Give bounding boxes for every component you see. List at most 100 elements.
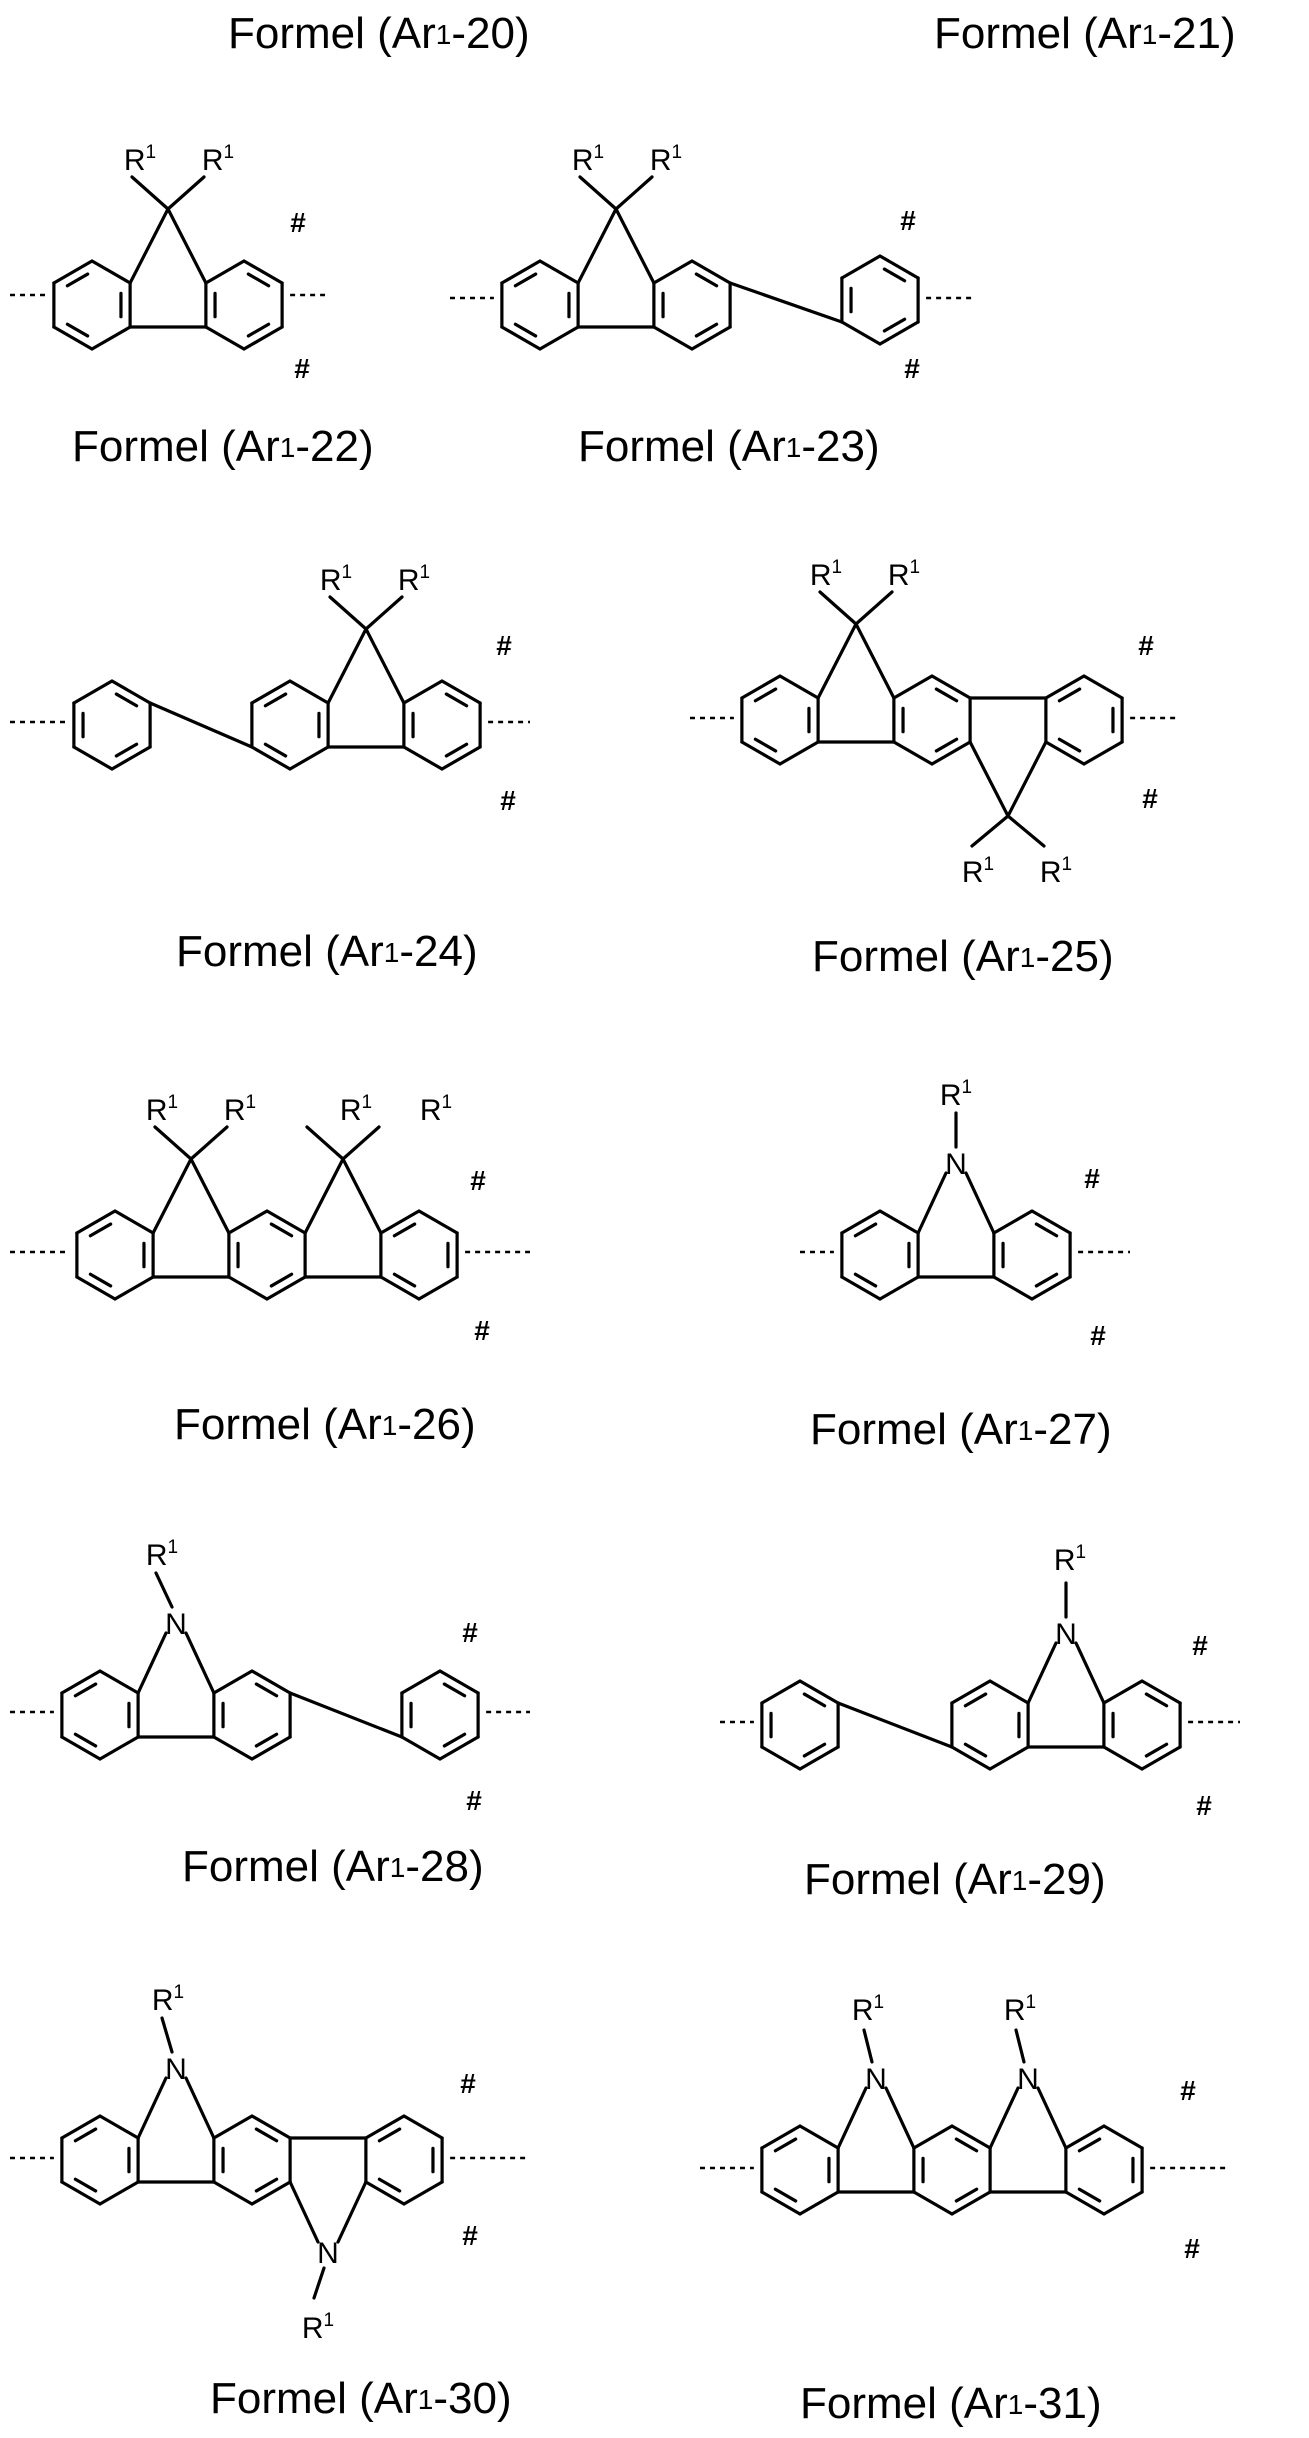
substituent-label: R1 — [302, 2310, 334, 2345]
inner-double-bond — [256, 2179, 276, 2191]
position-mark: # — [1184, 2233, 1200, 2264]
ring-bond — [440, 1671, 478, 1693]
inner-double-bond — [90, 1224, 110, 1236]
ring-bond — [252, 2182, 290, 2204]
inner-double-bond — [1036, 1274, 1056, 1286]
bond — [305, 1159, 343, 1233]
substituent-label: R1 — [398, 562, 430, 597]
bond — [191, 1127, 227, 1159]
substituent-label: R1 — [852, 1992, 884, 2027]
bond — [186, 1633, 214, 1693]
ring-bond — [800, 2192, 838, 2214]
position-mark: # — [1138, 630, 1154, 661]
ring-bond — [115, 1277, 153, 1299]
ring-bond — [402, 1671, 440, 1693]
position-mark: # — [900, 205, 916, 236]
bond — [972, 816, 1008, 846]
caption-ar1-27: Formel (Ar1-27) — [810, 1408, 1112, 1452]
substituent-label: R1 — [146, 1537, 178, 1572]
inner-double-bond — [965, 1744, 985, 1756]
structure-ar1-30: NNR1R1## — [10, 1982, 530, 2345]
caption-ar1-23: Formel (Ar1-23) — [578, 425, 880, 469]
nitrogen-label: N — [165, 1608, 187, 1641]
bond — [970, 742, 1008, 816]
bond — [168, 177, 204, 209]
inner-double-bond — [256, 1684, 276, 1696]
ring-bond — [692, 327, 730, 349]
ring-bond — [1104, 2126, 1142, 2148]
position-mark: # — [1084, 1163, 1100, 1194]
ring-bond — [1104, 1681, 1142, 1703]
ring-bond — [54, 327, 92, 349]
bond — [1038, 2088, 1066, 2148]
inner-double-bond — [256, 1734, 276, 1746]
ring-bond — [1142, 1747, 1180, 1769]
bond — [886, 2088, 914, 2148]
ring-bond — [100, 1737, 138, 1759]
ring-bond — [894, 676, 932, 698]
ring-bond — [214, 1671, 252, 1693]
ring-bond — [290, 681, 328, 703]
inner-double-bond — [1146, 1744, 1166, 1756]
ring-bond — [742, 676, 780, 698]
ring-bond — [780, 676, 818, 698]
position-mark: # — [294, 353, 310, 384]
bond — [130, 209, 168, 283]
ring-bond — [244, 261, 282, 283]
substituent-label: R1 — [1004, 1992, 1036, 2027]
ring-bond — [762, 1747, 800, 1769]
ring-bond — [1104, 2192, 1142, 2214]
bond — [616, 177, 652, 209]
bond — [155, 1127, 191, 1159]
bond — [186, 2078, 214, 2138]
structure-ar1-23: R1R1## — [450, 142, 975, 384]
inner-double-bond — [775, 2139, 795, 2151]
ring-bond — [880, 256, 918, 278]
ring-bond — [419, 1211, 457, 1233]
structure-ar1-24: R1R1## — [10, 562, 530, 816]
ring-bond — [762, 2126, 800, 2148]
ring-bond — [404, 2116, 442, 2138]
ring-bond — [267, 1211, 305, 1233]
inner-double-bond — [936, 689, 956, 701]
ring-bond — [267, 1277, 305, 1299]
caption-ar1-26: Formel (Ar1-26) — [174, 1403, 476, 1447]
bond — [856, 592, 892, 624]
ring-bond — [1084, 742, 1122, 764]
ring-bond — [502, 261, 540, 283]
ring-bond — [100, 2182, 138, 2204]
ring-bond — [100, 2116, 138, 2138]
bond — [343, 1159, 381, 1233]
structure-ar1-25: R1R1R1R1## — [690, 557, 1180, 889]
ring-bond — [77, 1211, 115, 1233]
inner-double-bond — [855, 1224, 875, 1236]
ring-bond — [404, 2182, 442, 2204]
bond — [156, 1573, 172, 1607]
inner-double-bond — [956, 2189, 976, 2201]
substituent-label: R1 — [962, 854, 994, 889]
ring-bond — [1066, 2192, 1104, 2214]
inner-double-bond — [696, 324, 716, 336]
ring-bond — [77, 1277, 115, 1299]
ring-bond — [952, 1681, 990, 1703]
bond — [818, 624, 856, 698]
inner-double-bond — [884, 269, 904, 281]
ring-bond — [206, 327, 244, 349]
ring-bond — [742, 742, 780, 764]
substituent-label: R1 — [320, 562, 352, 597]
inner-double-bond — [265, 744, 285, 756]
bond — [864, 2030, 872, 2062]
ring-bond — [540, 261, 578, 283]
inner-double-bond — [394, 1274, 414, 1286]
nitrogen-label: N — [165, 2053, 187, 2086]
bond — [1016, 2030, 1024, 2062]
ring-bond — [990, 1681, 1028, 1703]
structure-ar1-22: R1R1## — [10, 142, 325, 384]
structure-ar1-31: NNR1R1## — [700, 1992, 1230, 2264]
ring-bond — [74, 681, 112, 703]
bond — [578, 209, 616, 283]
inner-double-bond — [394, 1224, 414, 1236]
inner-double-bond — [515, 324, 535, 336]
bond — [820, 592, 856, 624]
bond — [966, 1173, 994, 1233]
